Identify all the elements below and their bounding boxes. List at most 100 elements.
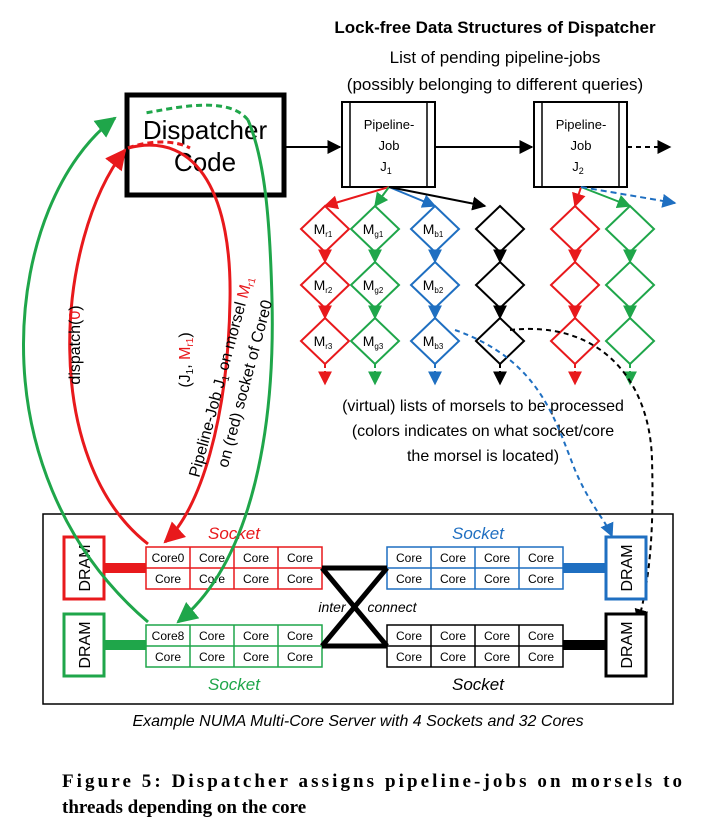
svg-text:Mb1: Mb1 <box>423 221 444 239</box>
core-cell: Core <box>287 650 313 664</box>
svg-text:DRAM: DRAM <box>619 621 636 668</box>
numa-server-frame <box>42 513 674 705</box>
core-cell: Core <box>243 572 269 586</box>
core-cell: Core <box>528 551 554 565</box>
core-cell: Core <box>528 572 554 586</box>
morsel-g3-sub: g3 <box>374 342 383 351</box>
core-cell: Core8 <box>152 629 185 643</box>
red-return-dash <box>127 140 191 150</box>
interconnect-label-b: connect <box>367 599 417 615</box>
pipeline-job-1: Pipeline- Job J1 <box>341 101 436 188</box>
core-cell: Core <box>155 650 181 664</box>
core-cell: Core0 <box>152 551 185 565</box>
core-cell: Core <box>396 650 422 664</box>
job1-id-sub: 1 <box>387 166 392 176</box>
morsel-g1-letter: M <box>363 221 375 237</box>
job2-id-sub: 2 <box>579 166 584 176</box>
core-cell: Core <box>440 629 466 643</box>
job-morsel-pair-label: (J1, Mr1) <box>177 332 196 387</box>
core-cell: Core <box>440 650 466 664</box>
morsel-b1 <box>409 204 461 254</box>
morsel-g2 <box>349 260 401 310</box>
job2-green-morsel-chain <box>604 204 656 386</box>
morsel-g1-sub: g1 <box>374 230 383 239</box>
morsel-r1-letter: M <box>314 221 326 237</box>
socket-blue <box>386 546 564 590</box>
job2-label-line2: Job <box>571 138 592 153</box>
svg-text:Mg3: Mg3 <box>363 333 384 351</box>
morsel-r2-letter: M <box>314 277 326 293</box>
core-cell: Core <box>484 572 510 586</box>
morsel-g2-letter: M <box>363 277 375 293</box>
figure-caption-line1: Figure 5: Dispatcher assigns pipeline-jo… <box>62 771 682 792</box>
job1-to-green-arrow <box>374 186 390 208</box>
morsel-g2-sub: g2 <box>374 286 383 295</box>
core-cell: Core <box>243 551 269 565</box>
job1-label-line2: Job <box>379 138 400 153</box>
morsel-b2 <box>409 260 461 310</box>
socket-green <box>145 624 323 668</box>
figure-caption-line2: threads depending on the core <box>62 797 306 818</box>
red-dispatch-arrow <box>68 148 149 546</box>
morsel-b1-letter: M <box>423 221 435 237</box>
svg-text:DRAM: DRAM <box>77 621 94 668</box>
green-return-arrow <box>176 119 274 624</box>
core-cell: Core <box>396 551 422 565</box>
morsel-g3 <box>349 316 401 366</box>
job1-label-line1: Pipeline- <box>364 117 415 132</box>
pipeline-job-2: Pipeline- Job J2 <box>533 101 628 188</box>
svg-text:J2: J2 <box>572 159 584 176</box>
red-morsel-chain <box>299 204 351 386</box>
green-dispatch-arrow <box>22 116 149 624</box>
job2-to-green-arrow <box>580 186 632 208</box>
dram-blue: DRAM <box>562 535 648 601</box>
socket-label-black: Socket <box>452 675 505 694</box>
morsel-note-line2: (colors indicates on what socket/core <box>352 423 614 440</box>
core-cell: Core <box>484 650 510 664</box>
dispatch-call-label: dispatch(0) <box>67 305 84 384</box>
interconnect <box>320 565 389 649</box>
dram-red: DRAM <box>62 535 148 601</box>
job2-to-red-arrow <box>572 186 586 208</box>
morsel-b1-sub: b1 <box>434 230 443 239</box>
core-cell: Core <box>155 572 181 586</box>
morsel-r3-sub: r3 <box>325 342 333 351</box>
job1-to-red-arrow <box>323 186 390 210</box>
core-cell: Core <box>243 650 269 664</box>
core-cell: Core <box>243 629 269 643</box>
job1-to-black-arrow <box>388 186 487 211</box>
morsel-b3-sub: b3 <box>434 342 443 351</box>
svg-text:Mb2: Mb2 <box>423 277 444 295</box>
server-caption: Example NUMA Multi-Core Server with 4 So… <box>132 713 583 730</box>
black-morsel-chain <box>474 204 526 386</box>
header-subtitle-line1: List of pending pipeline-jobs <box>390 48 601 67</box>
job1-to-blue-arrow <box>388 186 437 208</box>
core-cell: Core <box>199 650 225 664</box>
header-subtitle-line2: (possibly belonging to different queries… <box>347 75 643 94</box>
core-cell: Core <box>440 551 466 565</box>
morsel-b2-letter: M <box>423 277 435 293</box>
core-cell: Core <box>199 551 225 565</box>
dispatcher-label-line2: Code <box>174 147 236 177</box>
svg-text:Mr2: Mr2 <box>314 277 333 295</box>
svg-text:J1: J1 <box>380 159 392 176</box>
morsel-note-line3: the morsel is located) <box>407 448 559 465</box>
header-title: Lock-free Data Structures of Dispatcher <box>334 18 656 37</box>
core-cell: Core <box>287 551 313 565</box>
core-cell: Core <box>528 650 554 664</box>
job2-to-blue-arrow <box>580 186 677 208</box>
green-morsel-chain <box>349 204 401 386</box>
morsel-b3-letter: M <box>423 333 435 349</box>
morsel-note-line1: (virtual) lists of morsels to be process… <box>342 398 624 415</box>
morsel-r2-sub: r2 <box>325 286 333 295</box>
core-cell: Core <box>396 629 422 643</box>
svg-text:Mg2: Mg2 <box>363 277 384 295</box>
core-cell: Core <box>287 572 313 586</box>
dram-green: DRAM <box>62 612 148 678</box>
morsel-g3-letter: M <box>363 333 375 349</box>
job2-red-morsel-chain <box>549 204 601 386</box>
core-cell: Core <box>396 572 422 586</box>
black-morsel-to-dram-link <box>509 327 654 624</box>
core-cell: Core <box>199 629 225 643</box>
